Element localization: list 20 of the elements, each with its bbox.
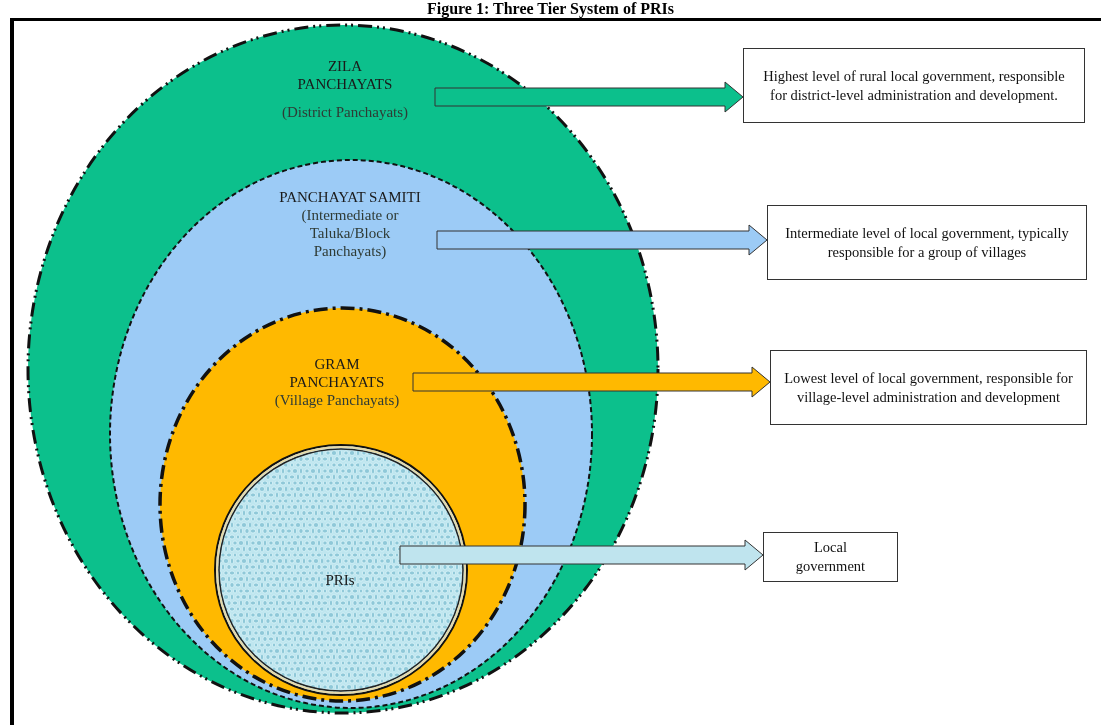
- block-arrow: [436, 224, 768, 256]
- tier-name: PRIs: [325, 571, 355, 589]
- description-text: Highest level of rural local government, responsible for district-level administration and development.: [762, 66, 1066, 105]
- description-box: [763, 532, 898, 582]
- block-arrow: [412, 366, 771, 398]
- description-box: [743, 48, 1085, 123]
- tier-name: ZILA PANCHAYATS: [296, 57, 394, 93]
- description-text: Intermediate level of local government, typically responsible for a group of villages: [784, 223, 1070, 262]
- tier-subtitle: (Village Panchayats): [274, 391, 400, 409]
- description-text: Lowest level of local government, responsible for village-level administration and development: [783, 368, 1074, 407]
- figure-title: Figure 1: Three Tier System of PRIs: [425, 0, 676, 18]
- tier-name: GRAM PANCHAYATS: [288, 355, 386, 391]
- block-arrow: [434, 81, 744, 113]
- tier-subtitle: (District Panchayats): [281, 103, 409, 121]
- description-box: [767, 205, 1087, 280]
- tier-subtitle: (Intermediate or Taluka/Block Panchayats): [300, 206, 400, 260]
- description-text: Local government: [794, 538, 867, 576]
- block-arrow: [399, 539, 764, 571]
- tier-name: PANCHAYAT SAMITI: [279, 188, 421, 206]
- description-box: [770, 350, 1087, 425]
